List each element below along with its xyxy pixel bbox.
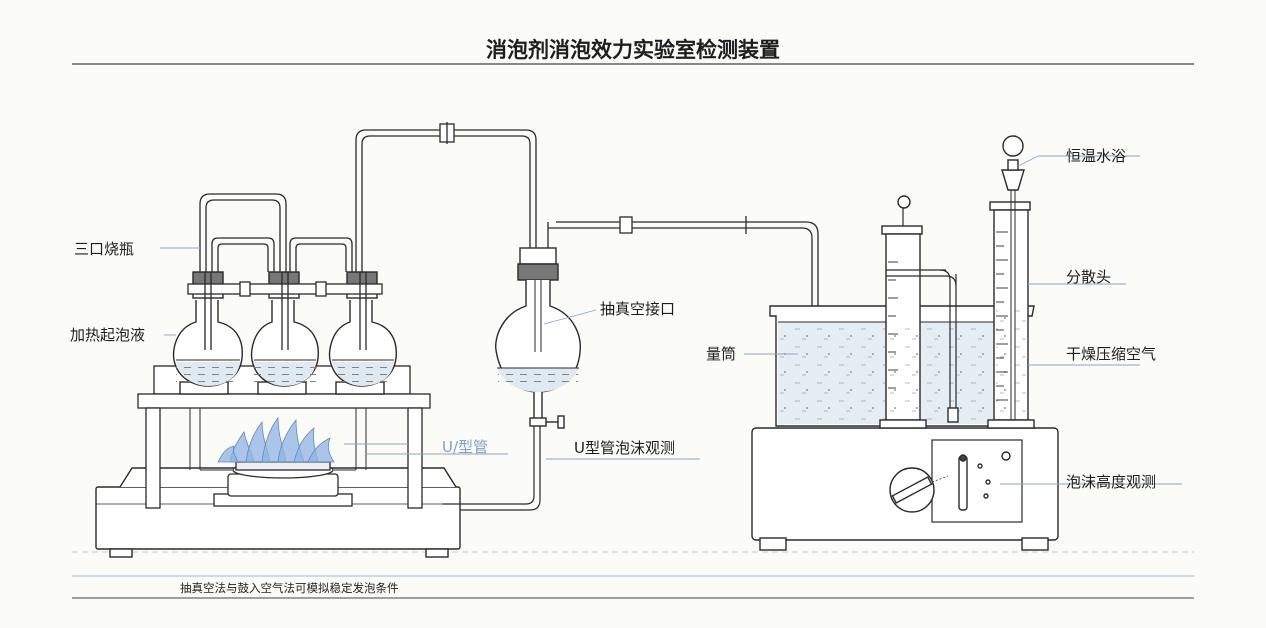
collection-flask [442, 247, 581, 511]
label-diffuser: 分散头 [1066, 268, 1112, 286]
bath-cabinet [751, 427, 1059, 551]
flask-2 [250, 271, 319, 395]
label-graduated-cylinder: 量筒 [706, 345, 737, 363]
diagram-title: 消泡剂消泡效力实验室检测装置 [486, 38, 780, 62]
clamp-bar [187, 281, 383, 297]
flame [217, 416, 335, 463]
label-u-tube: U/型管 [442, 438, 489, 456]
rules [72, 63, 1194, 599]
label-vacuum-port: 抽真空接口 [600, 300, 676, 318]
glass-tubes-left [199, 122, 537, 350]
flask-3 [328, 271, 397, 395]
footnote: 抽真空法与鼓入空气法可模拟稳定发泡条件 [180, 581, 399, 595]
label-three-neck-flask: 三口烧瓶 [74, 240, 135, 258]
label-water-bath: 恒温水浴 [1066, 147, 1127, 165]
burner [213, 461, 353, 507]
cylinder-2 [987, 135, 1035, 429]
base-plate [95, 467, 461, 558]
cylinder-1 [879, 195, 959, 429]
leader-lines [160, 155, 1182, 485]
label-u-tube-foam: U型管泡沫观测 [574, 439, 675, 457]
label-foam-height: 泡沫高度观测 [1066, 473, 1157, 491]
label-dry-air: 干燥压缩空气 [1066, 345, 1157, 363]
label-foaming-liquid: 加热起泡液 [70, 326, 146, 344]
